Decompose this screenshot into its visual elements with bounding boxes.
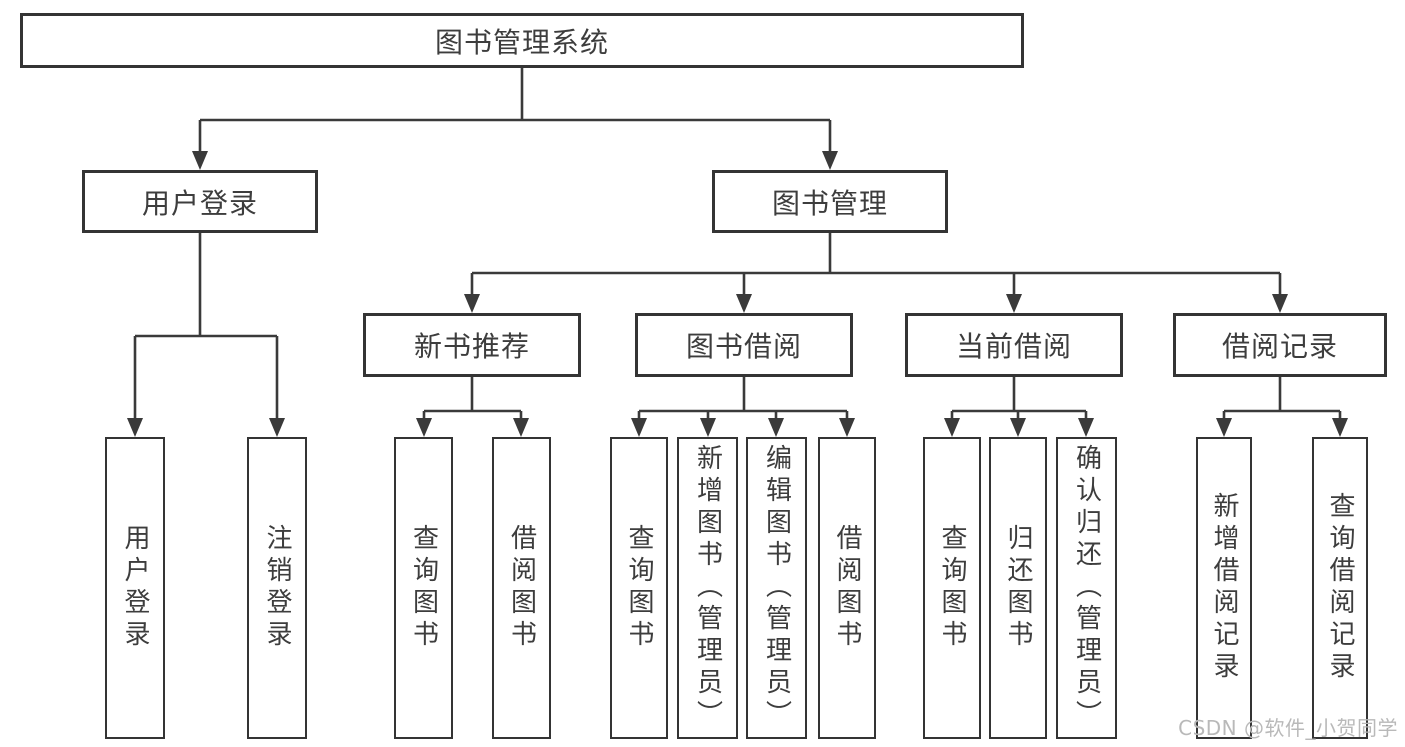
node-current-borrowing: 当前借阅 [905,313,1123,377]
node-label: 用户登录 [141,186,258,220]
node-label: 当前借阅 [955,330,1072,363]
node-label: 编辑图书（管理员） [761,444,792,732]
leaf-add-book-admin: 新增图书（管理员） [677,437,738,739]
node-library-system: 图书管理系统 [20,13,1024,68]
node-label: 查询借阅记录 [1325,492,1355,684]
watermark: CSDN @软件_小贺同学 [1178,716,1398,740]
node-label: 查询图书 [408,524,439,652]
leaf-borrow-books-borrowing: 借阅图书 [818,437,876,739]
leaf-borrow-books-recommend: 借阅图书 [492,437,551,739]
leaf-logout: 注销登录 [247,437,307,739]
node-label: 查询图书 [937,524,967,652]
leaf-query-borrow-record: 查询借阅记录 [1312,437,1368,739]
node-book-management: 图书管理 [712,170,948,233]
node-label: 新书推荐 [413,330,530,363]
node-label: 图书管理 [771,186,888,220]
node-label: 图书借阅 [685,330,802,363]
leaf-return-books: 归还图书 [989,437,1047,739]
node-new-book-recommend: 新书推荐 [363,313,581,377]
node-label: 归还图书 [1003,524,1033,652]
leaf-user-login: 用户登录 [105,437,165,739]
node-book-borrowing: 图书借阅 [635,313,853,377]
leaf-add-borrow-record: 新增借阅记录 [1196,437,1252,739]
node-label: 用户登录 [120,524,150,652]
node-label: 查询图书 [624,524,654,652]
node-label: 新增图书（管理员） [692,444,723,732]
node-label: 新增借阅记录 [1209,492,1239,684]
leaf-edit-book-admin: 编辑图书（管理员） [746,437,807,739]
leaf-confirm-return-admin: 确认归还（管理员） [1056,437,1117,739]
node-label: 借阅图书 [832,524,862,652]
node-borrowing-records: 借阅记录 [1173,313,1387,377]
leaf-query-books-current: 查询图书 [923,437,981,739]
node-label: 注销登录 [262,524,292,652]
leaf-query-books-recommend: 查询图书 [394,437,453,739]
node-label: 图书管理系统 [434,25,609,59]
leaf-query-books-borrowing: 查询图书 [610,437,668,739]
node-label: 借阅图书 [506,524,537,652]
node-label: 确认归还（管理员） [1071,444,1102,732]
node-label: 借阅记录 [1221,330,1338,363]
node-user-login: 用户登录 [82,170,318,233]
